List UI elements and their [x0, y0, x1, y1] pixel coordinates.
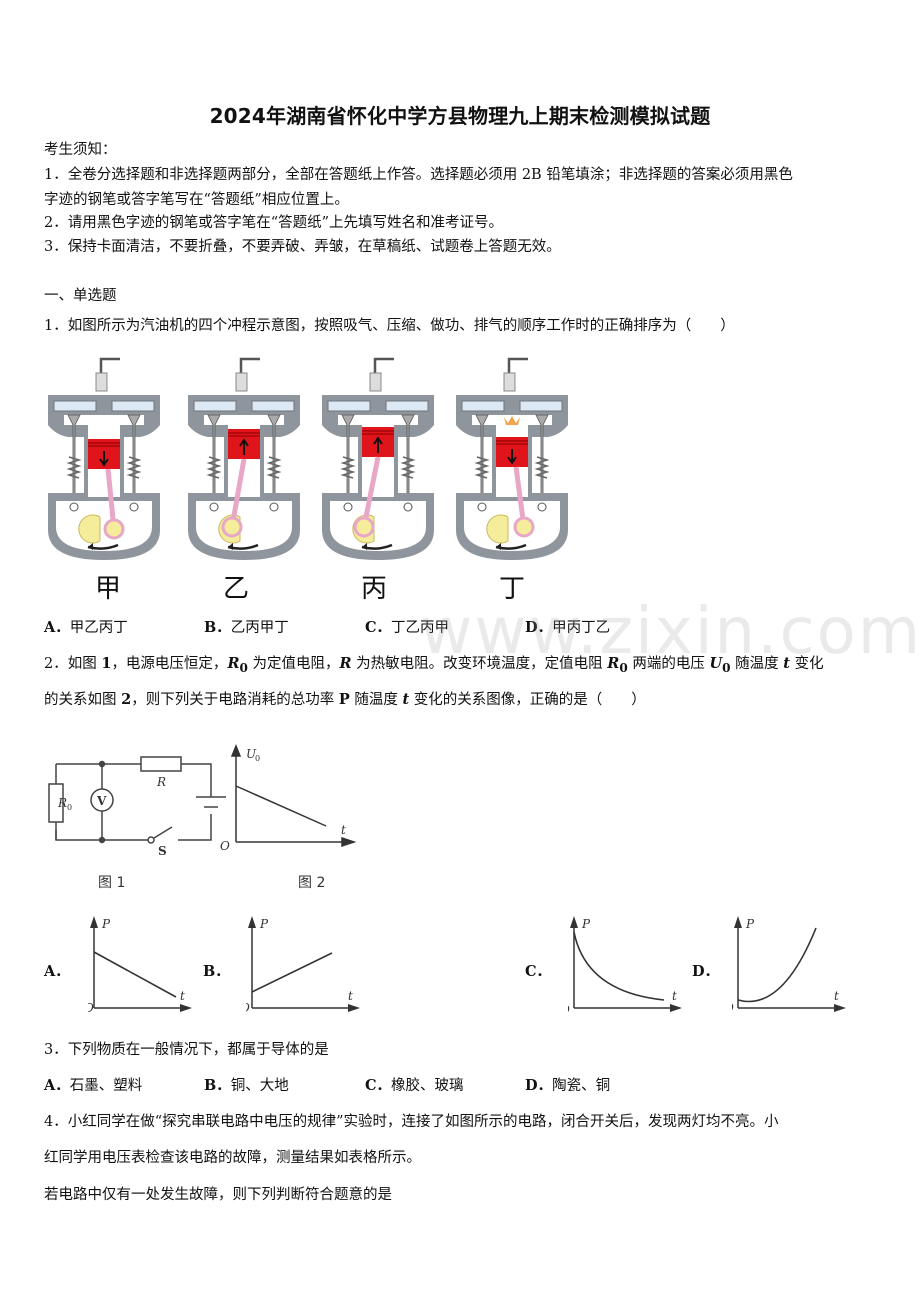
option-a-graph[interactable]: P t O	[88, 912, 198, 1012]
circuit-and-graph-figure: R 0 R V S U 0 t O	[48, 743, 357, 858]
question-1: 1．如图所示为汽油机的四个冲程示意图，按照吸气、压缩、做功、排气的顺序工作时的正…	[44, 314, 735, 335]
u0-graph	[230, 743, 357, 848]
option-c[interactable]: C．橡胶、玻璃	[365, 1077, 464, 1094]
svg-text:t: t	[672, 989, 677, 1003]
svg-text:t: t	[341, 823, 346, 837]
notice-heading: 考生须知：	[44, 142, 117, 158]
notice-item: 字迹的钢笔或答字笔写在“答题纸”相应位置上。	[44, 192, 349, 208]
option-d[interactable]: D．陶瓷、铜	[525, 1077, 611, 1094]
option-c-graph[interactable]: P t O	[568, 912, 688, 1012]
question-3-options: A．石墨、塑料 B．铜、大地 C．橡胶、玻璃 D．陶瓷、铜	[44, 1074, 884, 1094]
engine-label-bing: 丙	[360, 574, 387, 604]
svg-text:U: U	[246, 747, 257, 761]
engine-bing	[320, 357, 436, 562]
option-d-key[interactable]: D．	[692, 963, 720, 980]
svg-text:t: t	[348, 989, 353, 1003]
option-a-key[interactable]: A．	[44, 963, 70, 980]
question-3: 3．下列物质在一般情况下，都属于导体的是	[44, 1042, 329, 1058]
switch-label: S	[158, 844, 167, 858]
svg-text:0: 0	[67, 803, 72, 812]
option-b-key[interactable]: B．	[203, 963, 230, 980]
notice-item: 2．请用黑色字迹的钢笔或答字笔在“答题纸”上先填写姓名和准考证号。	[44, 215, 504, 231]
r0-label: R	[57, 796, 67, 810]
switch-s	[153, 826, 173, 839]
u0-line	[235, 785, 327, 827]
svg-text:O: O	[246, 1001, 250, 1012]
resistor-r	[140, 756, 182, 772]
svg-text:P: P	[101, 917, 111, 931]
voltmeter-label: V	[96, 794, 107, 808]
p-curve	[93, 951, 177, 998]
notice-item: 1．全卷分选择题和非选择题两部分，全部在答题纸上作答。选择题必须用 2B 铅笔填…	[44, 167, 793, 183]
engine-yi	[186, 357, 302, 562]
question-4-line-3: 若电路中仅有一处发生故障，则下列判断符合题意的是	[44, 1187, 392, 1203]
option-c[interactable]: C．丁乙丙甲	[365, 619, 450, 636]
engine-label-jia: 甲	[94, 574, 121, 604]
svg-text:t: t	[834, 989, 839, 1003]
question-1-options: A．甲乙丙丁 B．乙丙甲丁 C．丁乙丙甲 D．甲丙丁乙	[44, 616, 884, 636]
svg-text:0: 0	[255, 754, 260, 763]
question-text: 如图所示为汽油机的四个冲程示意图，按照吸气、压缩、做功、排气的顺序工作时的正确排…	[67, 318, 735, 334]
option-d-graph[interactable]: P t O	[732, 912, 852, 1012]
engine-jia	[46, 357, 162, 562]
engine-label-ding: 丁	[498, 574, 525, 604]
question-4-line-2: 红同学用电压表检查该电路的故障，测量结果如表格所示。	[44, 1150, 421, 1166]
svg-text:O: O	[568, 1003, 570, 1012]
p-curve	[737, 927, 817, 1003]
option-b-graph[interactable]: P t O	[246, 912, 366, 1012]
svg-text:P: P	[259, 917, 269, 931]
svg-text:O: O	[732, 1001, 734, 1012]
option-a[interactable]: A．甲乙丙丁	[44, 619, 128, 636]
section-heading: 一、单选题	[44, 288, 117, 304]
engine-ding	[454, 357, 570, 562]
figure-2-caption: 图 2	[298, 875, 326, 891]
page-title: 2024年湖南省怀化中学方县物理九上期末检测模拟试题	[209, 104, 711, 128]
circuit-diagram	[48, 756, 226, 844]
question-2-line-1: 2．如图 1，电源电压恒定，R0 为定值电阻，R 为热敏电阻。改变环境温度，定值…	[44, 655, 824, 675]
option-a[interactable]: A．石墨、塑料	[44, 1077, 143, 1094]
svg-text:P: P	[581, 917, 591, 931]
svg-text:O: O	[220, 839, 230, 853]
option-d[interactable]: D．甲丙丁乙	[525, 619, 611, 636]
battery	[196, 796, 226, 808]
engine-stroke-diagrams	[46, 357, 570, 562]
option-b[interactable]: B．乙丙甲丁	[204, 619, 289, 636]
svg-text:t: t	[180, 989, 185, 1003]
voltmeter	[90, 788, 114, 812]
question-number: 1．	[44, 318, 68, 334]
notice-item: 3．保持卡面清洁，不要折叠，不要弄破、弄皱，在草稿纸、试题卷上答题无效。	[44, 239, 561, 255]
r-label: R	[156, 775, 166, 789]
option-b[interactable]: B．铜、大地	[204, 1077, 289, 1094]
p-curve	[251, 952, 333, 993]
option-c-key[interactable]: C．	[525, 963, 552, 980]
figure-1-caption: 图 1	[98, 875, 126, 891]
engine-label-yi: 乙	[222, 574, 249, 604]
svg-text:O: O	[88, 1001, 94, 1012]
question-2-line-2: 的关系如图 2，则下列关于电路消耗的总功率 P 随温度 t 变化的关系图像，正确…	[44, 691, 646, 708]
p-curve	[573, 931, 665, 1001]
svg-text:P: P	[745, 917, 755, 931]
question-4-line-1: 4．小红同学在做“探究串联电路中电压的规律”实验时，连接了如图所示的电路，闭合开…	[44, 1114, 779, 1130]
